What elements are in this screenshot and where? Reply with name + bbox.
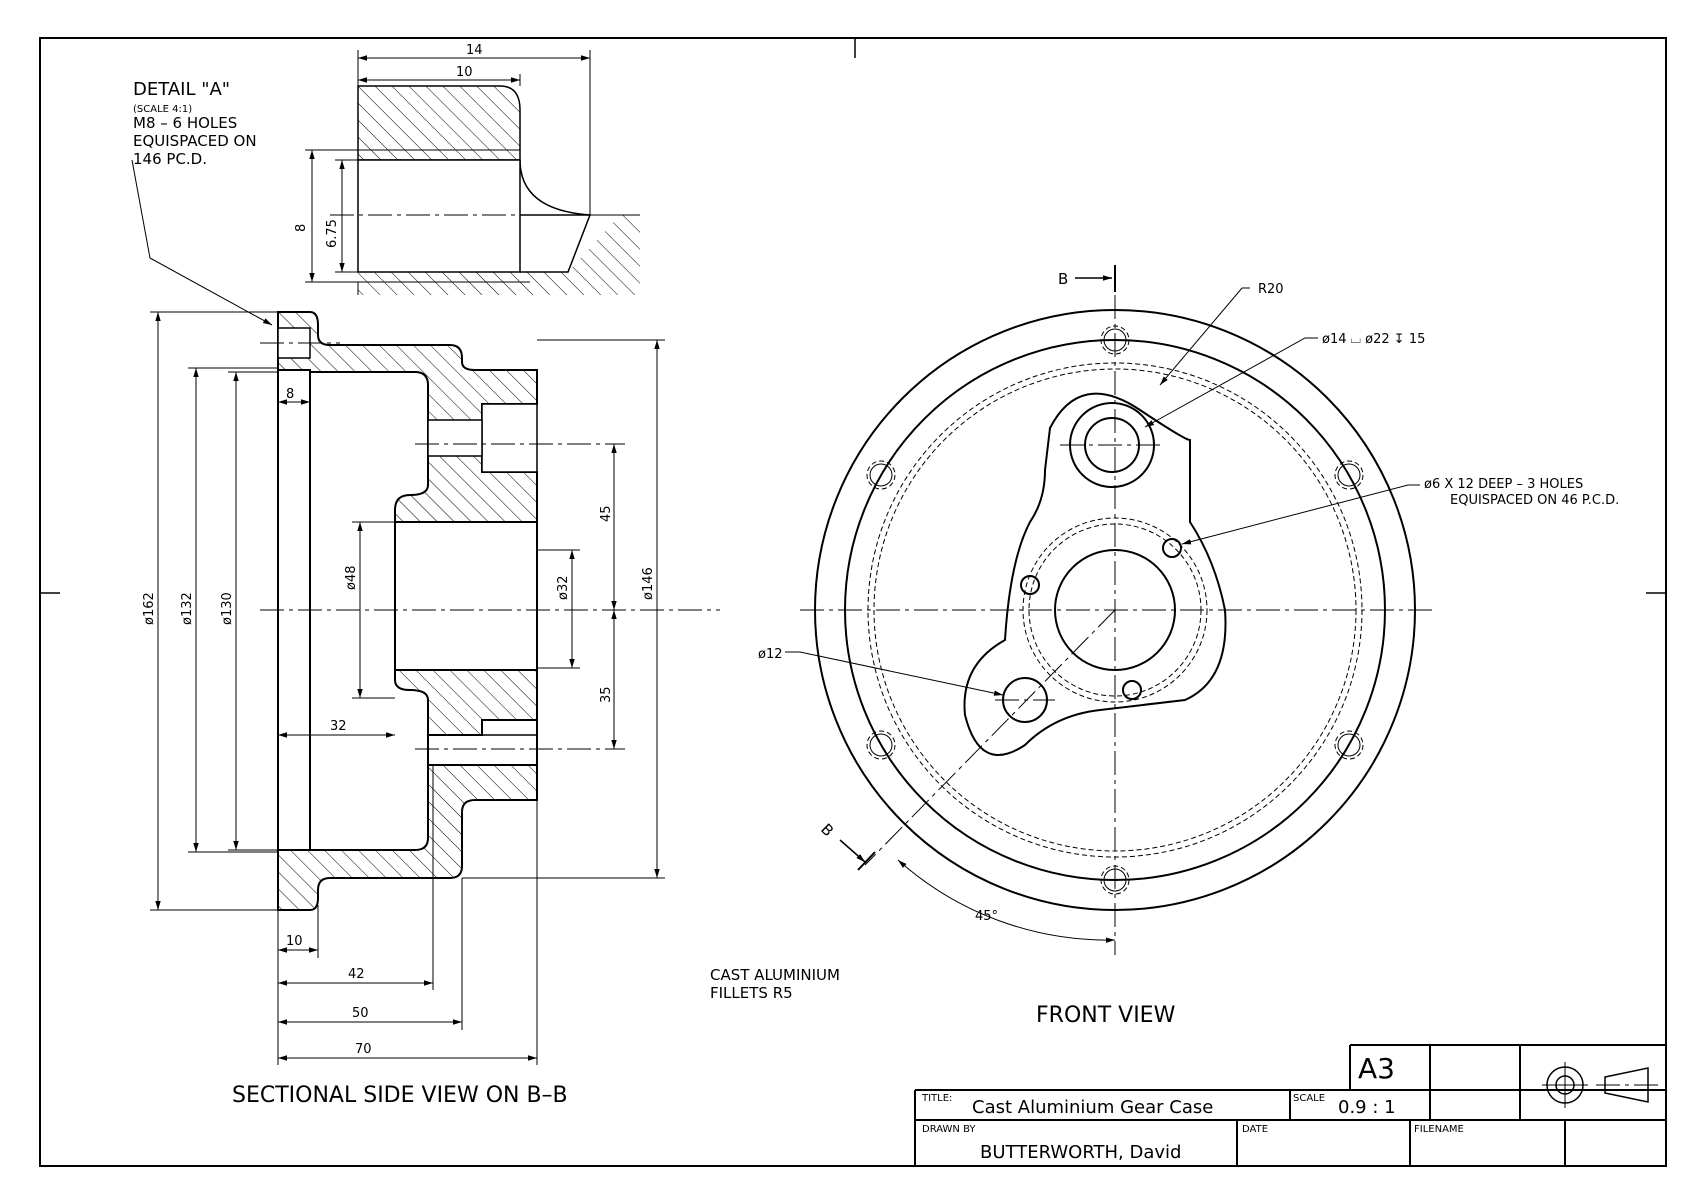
detail-bore <box>357 159 521 273</box>
section-counterbore-upper <box>481 403 538 473</box>
detail-leader <box>131 159 273 326</box>
dim-45: 45 <box>599 505 614 522</box>
d6-hole <box>1122 680 1142 700</box>
detail-a: DETAIL "A" (SCALE 4:1) M8 – 6 HOLES EQUI… <box>131 43 640 326</box>
section-b-bottom: B <box>817 820 837 840</box>
detail-lower-hatch <box>358 215 640 295</box>
detail-note2: EQUISPACED ON <box>133 132 257 150</box>
m8-hole <box>866 730 896 760</box>
dim-d48: ø48 <box>344 566 359 591</box>
d12-leader <box>785 651 1004 696</box>
label-d12: ø12 <box>758 647 783 662</box>
front-view-caption: FRONT VIEW <box>1036 1003 1176 1028</box>
label-holes-d6-line1: ø6 X 12 DEEP – 3 HOLES <box>1424 477 1583 492</box>
dim-d146: ø146 <box>641 567 656 600</box>
dim-42: 42 <box>348 967 365 982</box>
section-drill-upper <box>427 419 483 457</box>
third-angle-projection-icon <box>1542 1062 1660 1108</box>
detail-upper-body <box>357 85 521 161</box>
label-holes-d6-line2: EQUISPACED ON 46 P.C.D. <box>1450 493 1619 508</box>
tb-filename-label: FILENAME <box>1414 1124 1464 1135</box>
tb-title: Cast Aluminium Gear Case <box>972 1097 1213 1118</box>
label-r20: R20 <box>1258 282 1284 297</box>
tb-drawn-by-label: DRAWN BY <box>922 1124 976 1135</box>
title-block: A3 TITLE: Cast Aluminium Gear Case SCALE… <box>914 1044 1666 1166</box>
m8-hole <box>1334 730 1364 760</box>
section-lower <box>277 764 538 911</box>
tb-date-label: DATE <box>1242 1124 1268 1135</box>
d14-leader <box>1144 337 1318 428</box>
r20-leader <box>1159 287 1250 386</box>
dim-10: 10 <box>286 934 303 949</box>
detail-scale: (SCALE 4:1) <box>133 104 192 115</box>
front-centerline-diag <box>864 609 1116 866</box>
sectional-side-view: ø162 ø132 ø130 ø48 8 ø32 45 35 ø146 32 <box>142 311 720 1108</box>
dim-32: 32 <box>330 719 347 734</box>
m8-hole <box>1334 460 1364 490</box>
detail-note3: 146 PC.D. <box>133 150 207 168</box>
tb-scale-label: SCALE <box>1293 1093 1325 1104</box>
dim-50: 50 <box>352 1006 369 1021</box>
sheet-border <box>39 37 1667 1167</box>
angle-45-arc <box>897 859 1116 943</box>
detail-dim14: 14 <box>466 43 483 58</box>
dim-d32: ø32 <box>556 576 571 601</box>
dim-d130: ø130 <box>220 592 235 625</box>
detail-dim675: 6.75 <box>325 219 340 248</box>
side-view-caption: SECTIONAL SIDE VIEW ON B–B <box>232 1083 568 1108</box>
label-45deg: 45° <box>975 909 998 924</box>
detail-dim10: 10 <box>456 65 473 80</box>
d6-hole <box>1162 538 1182 558</box>
dim-35: 35 <box>599 686 614 703</box>
detail-title: DETAIL "A" <box>133 79 230 100</box>
d6-hole <box>1020 575 1040 595</box>
dim-d162: ø162 <box>142 592 157 625</box>
note-material: CAST ALUMINIUM <box>710 966 840 984</box>
section-b-arrow-bottom <box>839 839 866 863</box>
tb-title-label: TITLE: <box>921 1093 952 1104</box>
dim-70: 70 <box>355 1042 372 1057</box>
m8-hole <box>866 460 896 490</box>
tb-scale: 0.9 : 1 <box>1338 1097 1396 1118</box>
label-hole-d14: ø14 ⌴ ø22 ↧ 15 <box>1322 332 1425 347</box>
tb-drawn-by: BUTTERWORTH, David <box>980 1142 1181 1163</box>
front-view: B B R20 ø14 ⌴ ø22 ↧ 15 ø6 X 12 DEEP – 3 … <box>758 265 1619 1028</box>
tb-size: A3 <box>1358 1052 1395 1085</box>
section-b-tick-bottom <box>857 851 876 871</box>
dim-8: 8 <box>286 387 294 402</box>
d6-leader <box>1181 484 1420 545</box>
section-lower-boss <box>394 669 538 736</box>
boss-outline <box>963 392 1227 756</box>
dim-d132: ø132 <box>180 592 195 625</box>
note-fillets: FILLETS R5 <box>710 984 793 1002</box>
d6-holes <box>1020 538 1182 700</box>
detail-note1: M8 – 6 HOLES <box>133 114 237 132</box>
section-b-top: B <box>1058 270 1068 288</box>
detail-fillet <box>519 159 591 216</box>
detail-dim8: 8 <box>294 224 309 232</box>
